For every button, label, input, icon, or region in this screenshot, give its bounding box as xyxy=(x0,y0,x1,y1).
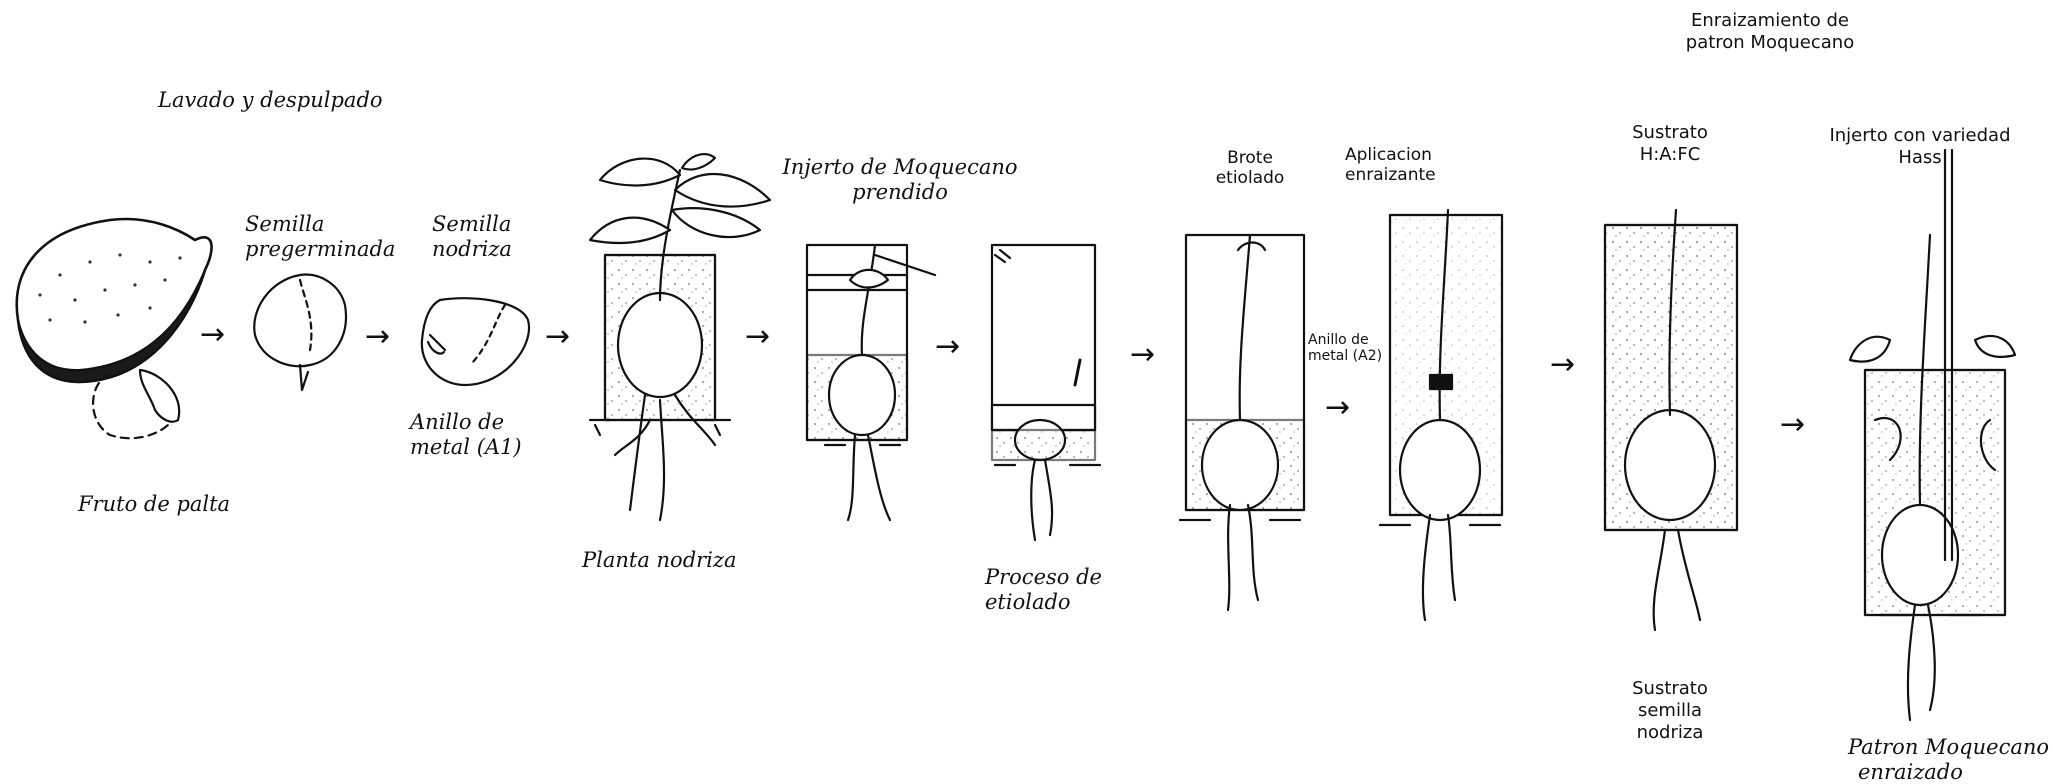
label-sustrato-hafc: Sustrato H:A:FC xyxy=(1610,122,1730,166)
label-line: etiolado xyxy=(985,590,1102,615)
title-line-1: Enraizamiento de xyxy=(1675,10,1865,32)
moquecano-graft-drawing xyxy=(807,245,935,520)
label-line: Hass xyxy=(1825,147,2015,169)
label-anillo-a1: Anillo de metal (A1) xyxy=(410,410,522,460)
label-line: nodriza xyxy=(1615,722,1725,744)
arrow-9: → xyxy=(1780,410,1805,440)
label-line: enraizante xyxy=(1345,165,1436,185)
arrow-6: → xyxy=(1130,340,1155,370)
title-line-2: patron Moquecano xyxy=(1675,32,1865,54)
label-line: H:A:FC xyxy=(1610,144,1730,166)
label-semilla-pregerminada: Semilla pregerminada xyxy=(245,212,395,262)
label-line: Semilla xyxy=(245,212,395,237)
nurse-seed-drawing xyxy=(422,298,529,385)
label-line: Injerto con variedad xyxy=(1825,125,2015,147)
label-line: Patron Moquecano xyxy=(1848,735,2049,760)
pregerminated-seed-drawing xyxy=(254,275,346,390)
label-line: Injerto de Moquecano xyxy=(780,155,1020,180)
label-line: Anillo de xyxy=(1308,332,1382,348)
label-sustrato-semilla-nodriza: Sustrato semilla nodriza xyxy=(1615,678,1725,744)
label-line: Proceso de xyxy=(985,565,1102,590)
arrow-1: → xyxy=(200,320,225,350)
label-line: Aplicacion xyxy=(1345,145,1436,165)
label-aplicacion-enraizante: Aplicacion enraizante xyxy=(1345,145,1436,185)
label-line: etiolado xyxy=(1195,168,1305,188)
label-injerto-moquecano: Injerto de Moquecano prendido xyxy=(780,155,1020,205)
label-line: Planta nodriza xyxy=(582,548,736,573)
label-line: Sustrato xyxy=(1610,122,1730,144)
label-line: pregerminada xyxy=(245,237,395,262)
arrow-4: → xyxy=(745,322,770,352)
diagram-title: Enraizamiento de patron Moquecano xyxy=(1675,10,1865,54)
label-line: nodriza xyxy=(432,237,512,262)
label-line: prendido xyxy=(780,180,1020,205)
hafc-substrate-drawing xyxy=(1605,210,1737,630)
arrow-8: → xyxy=(1550,350,1575,380)
etiolated-shoot-drawing xyxy=(1180,235,1304,610)
arrow-2: → xyxy=(365,322,390,352)
arrow-3: → xyxy=(545,322,570,352)
hass-graft-rooted-drawing xyxy=(1850,150,2015,720)
label-line: Sustrato xyxy=(1615,678,1725,700)
arrow-7: → xyxy=(1325,393,1350,423)
label-line: Brote xyxy=(1195,148,1305,168)
label-brote-etiolado: Brote etiolado xyxy=(1195,148,1305,188)
rooting-application-drawing xyxy=(1380,210,1502,620)
label-planta-nodriza: Planta nodriza xyxy=(582,548,736,573)
label-line: metal (A2) xyxy=(1308,348,1382,364)
label-fruto: Fruto de palta xyxy=(78,492,230,517)
label-line: semilla xyxy=(1615,700,1725,722)
arrow-5: → xyxy=(935,332,960,362)
label-anillo-a2: Anillo de metal (A2) xyxy=(1308,332,1382,364)
nurse-plant-drawing xyxy=(590,154,770,520)
label-lavado: Lavado y despulpado xyxy=(158,88,383,113)
label-line: metal (A1) xyxy=(410,435,522,460)
label-semilla-nodriza: Semilla nodriza xyxy=(432,212,512,262)
etiolation-process-drawing xyxy=(992,245,1100,540)
avocado-fruit-drawing xyxy=(17,219,212,438)
label-injerto-hass: Injerto con variedad Hass xyxy=(1825,125,2015,169)
label-line: enraizado xyxy=(1848,760,2049,784)
label-line: Fruto de palta xyxy=(78,492,230,517)
label-line: Semilla xyxy=(432,212,512,237)
label-proceso-etiolado: Proceso de etiolado xyxy=(985,565,1102,615)
label-patron-enraizado: Patron Moquecano enraizado xyxy=(1848,735,2049,784)
label-line: Anillo de xyxy=(410,410,522,435)
label-line: Lavado y despulpado xyxy=(158,88,383,113)
